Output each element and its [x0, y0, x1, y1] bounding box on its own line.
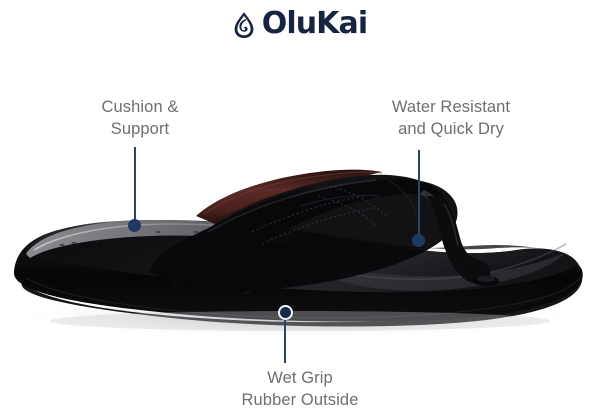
callout-cushion-support-label: Cushion & Support	[101, 98, 179, 138]
callout-water-resistant-label: Water Resistant and Quick Dry	[391, 98, 511, 138]
brand-name: OluKai	[261, 6, 368, 41]
callout-water-resistant-line	[418, 150, 420, 237]
brand-header: OluKai	[0, 4, 600, 44]
strap-stitching	[251, 185, 387, 245]
callout-cushion-support-line	[134, 147, 136, 221]
callout-wet-grip-dot[interactable]	[278, 305, 293, 320]
callout-cushion-support-dot[interactable]	[128, 219, 141, 232]
callout-wet-grip-label: Wet Grip Rubber Outside	[241, 369, 359, 409]
upper-strap	[150, 174, 499, 291]
callout-water-resistant-dot[interactable]	[412, 234, 425, 247]
water-drop-logo-icon	[234, 11, 254, 38]
callout-wet-grip-line	[284, 318, 286, 363]
